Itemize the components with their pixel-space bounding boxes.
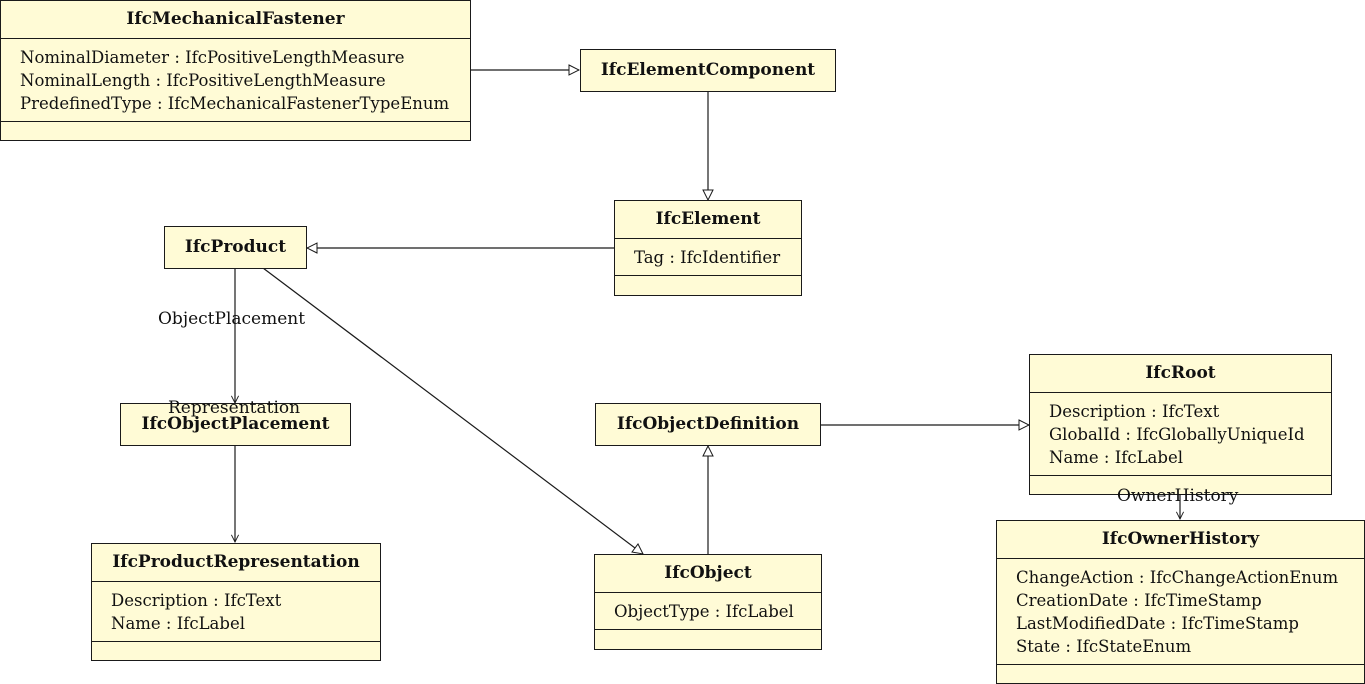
attribute: LastModifiedDate : IfcTimeStamp (1016, 614, 1299, 633)
class-name: IfcProduct (184, 237, 287, 257)
class-name: IfcElement (655, 209, 761, 229)
class-name: IfcElementComponent (600, 60, 816, 80)
class-ifcownerhistory: IfcOwnerHistory ChangeAction : IfcChange… (996, 520, 1365, 684)
class-attributes: Description : IfcText Name : IfcLabel (92, 581, 380, 641)
class-name: IfcProductRepresentation (112, 552, 360, 572)
class-operations (1030, 475, 1331, 495)
attribute: Description : IfcText (111, 591, 282, 610)
attribute: Description : IfcText (1049, 402, 1220, 421)
class-name: IfcObjectPlacement (141, 414, 330, 434)
class-ifcelementcomponent: IfcElementComponent (580, 49, 836, 92)
class-attributes: NominalDiameter : IfcPositiveLengthMeasu… (1, 38, 470, 121)
class-ifcobjectdefinition: IfcObjectDefinition (595, 403, 821, 446)
class-attributes: Description : IfcText GlobalId : IfcGlob… (1030, 392, 1331, 475)
class-ifcproduct: IfcProduct (164, 226, 307, 269)
class-attributes: Tag : IfcIdentifier (615, 238, 801, 275)
class-operations (92, 641, 380, 661)
association-label-objectplacement: ObjectPlacement (158, 309, 306, 329)
attribute: Name : IfcLabel (1049, 448, 1183, 467)
attribute: CreationDate : IfcTimeStamp (1016, 591, 1262, 610)
association-label-representation: Representation (168, 398, 301, 418)
class-name: IfcOwnerHistory (1101, 529, 1260, 549)
class-ifcobjectplacement: IfcObjectPlacement (120, 403, 351, 446)
attribute: NominalDiameter : IfcPositiveLengthMeasu… (20, 48, 405, 67)
attribute: NominalLength : IfcPositiveLengthMeasure (20, 71, 386, 90)
class-operations (615, 275, 801, 295)
generalization-product-object (262, 267, 643, 554)
class-ifcroot: IfcRoot Description : IfcText GlobalId :… (1029, 354, 1332, 495)
class-ifcproductrepresentation: IfcProductRepresentation Description : I… (91, 543, 381, 661)
association-label-ownerhistory: OwnerHistory (1117, 486, 1239, 506)
class-ifcelement: IfcElement Tag : IfcIdentifier (614, 200, 802, 296)
attribute: ObjectType : IfcLabel (614, 602, 794, 621)
attribute: State : IfcStateEnum (1016, 637, 1192, 656)
attribute: PredefinedType : IfcMechanicalFastenerTy… (20, 94, 450, 113)
attribute: Name : IfcLabel (111, 614, 245, 633)
class-name: IfcRoot (1145, 363, 1216, 383)
class-attributes: ObjectType : IfcLabel (595, 592, 821, 629)
class-operations (595, 629, 821, 649)
class-ifcobject: IfcObject ObjectType : IfcLabel (594, 554, 822, 650)
class-name: IfcObject (664, 563, 752, 583)
attribute: Tag : IfcIdentifier (634, 248, 781, 267)
class-name: IfcObjectDefinition (616, 414, 800, 434)
attribute: GlobalId : IfcGloballyUniqueId (1049, 425, 1305, 444)
class-operations (997, 664, 1364, 684)
class-name: IfcMechanicalFastener (126, 9, 345, 29)
class-attributes: ChangeAction : IfcChangeActionEnum Creat… (997, 558, 1364, 664)
class-operations (1, 121, 470, 141)
class-ifcmechanicalfastener: IfcMechanicalFastener NominalDiameter : … (0, 0, 471, 141)
attribute: ChangeAction : IfcChangeActionEnum (1016, 568, 1339, 587)
